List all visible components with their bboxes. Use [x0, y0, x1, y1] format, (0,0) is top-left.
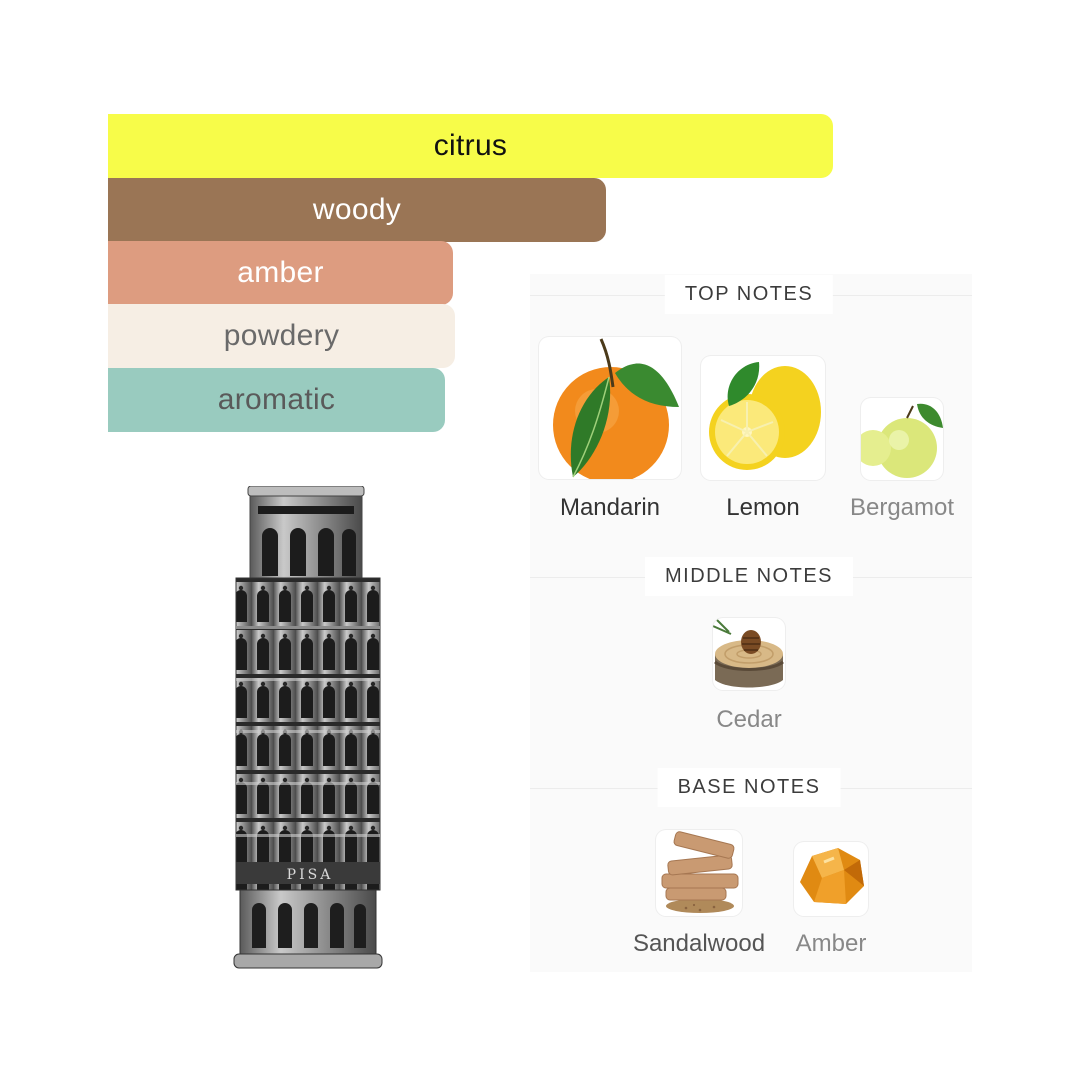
notes-pyramid: TOP NOTES Mandarin Lemon	[530, 274, 972, 972]
accord-bar-amber: amber	[108, 241, 453, 305]
sandalwood-icon	[661, 831, 739, 913]
accord-label: woody	[312, 193, 402, 226]
accord-label: powdery	[223, 319, 340, 352]
bergamot-icon	[861, 403, 943, 478]
middle-notes-title: MIDDLE NOTES	[644, 557, 854, 596]
accord-label: aromatic	[217, 383, 336, 416]
note-sandalwood-label: Sandalwood	[632, 930, 766, 957]
cedar-icon	[713, 619, 784, 688]
accord-label: citrus	[433, 129, 508, 162]
top-notes-title: TOP NOTES	[664, 275, 834, 314]
accord-label: amber	[237, 256, 324, 289]
accord-bar-citrus: citrus	[108, 114, 833, 178]
note-bergamot-label: Bergamot	[849, 494, 955, 521]
note-amber-tile[interactable]	[794, 842, 868, 916]
note-cedar-tile[interactable]	[713, 618, 785, 690]
note-bergamot-tile[interactable]	[861, 398, 943, 480]
note-mandarin-tile[interactable]	[539, 337, 681, 479]
mandarin-icon	[553, 338, 679, 479]
bottle-engraving: PISA	[287, 867, 334, 883]
note-amber-label: Amber	[795, 930, 867, 957]
amber-icon	[800, 848, 864, 904]
note-mandarin-label: Mandarin	[559, 494, 661, 521]
perfume-bottle-image: PISA	[230, 485, 390, 977]
lemon-icon	[709, 362, 821, 470]
note-lemon-tile[interactable]	[701, 356, 825, 480]
note-sandalwood-tile[interactable]	[656, 830, 742, 916]
note-lemon-label: Lemon	[726, 494, 800, 521]
accord-bar-powdery: powdery	[108, 304, 455, 368]
accord-bar-woody: woody	[108, 178, 606, 242]
note-cedar-label: Cedar	[716, 706, 782, 733]
accord-bar-aromatic: aromatic	[108, 368, 445, 432]
base-notes-title: BASE NOTES	[657, 768, 841, 807]
